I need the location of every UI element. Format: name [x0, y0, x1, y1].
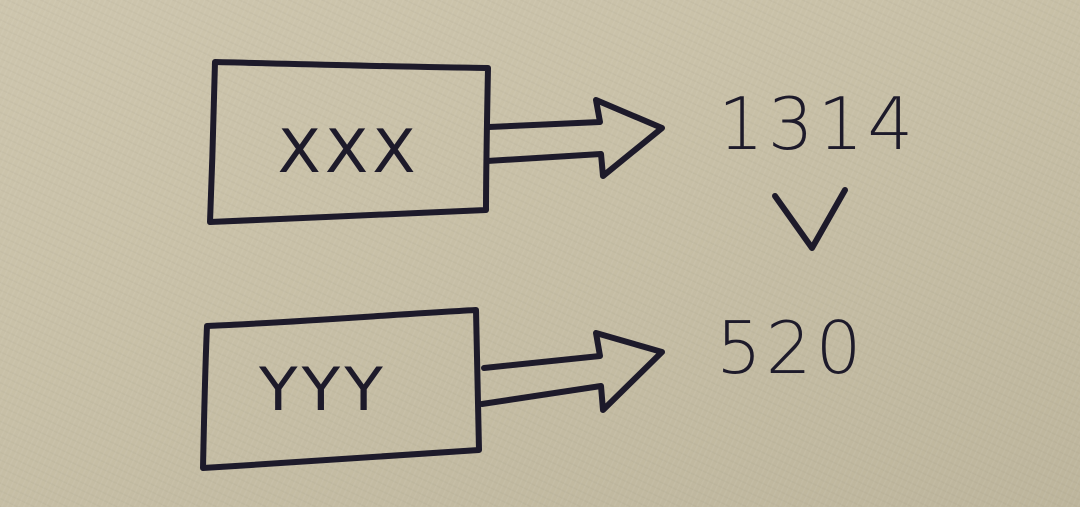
arrow-bottom — [479, 330, 665, 413]
down-arrow-icon — [772, 187, 848, 251]
box-top-label: XXX — [277, 117, 420, 187]
value-bottom-label: 520 — [716, 306, 866, 390]
box-bottom-label: YYY — [258, 355, 388, 425]
value-top-label: 1314 — [718, 82, 918, 166]
box-top-frame — [207, 59, 491, 225]
box-bottom-frame — [200, 307, 482, 471]
arrow-top — [484, 97, 665, 179]
